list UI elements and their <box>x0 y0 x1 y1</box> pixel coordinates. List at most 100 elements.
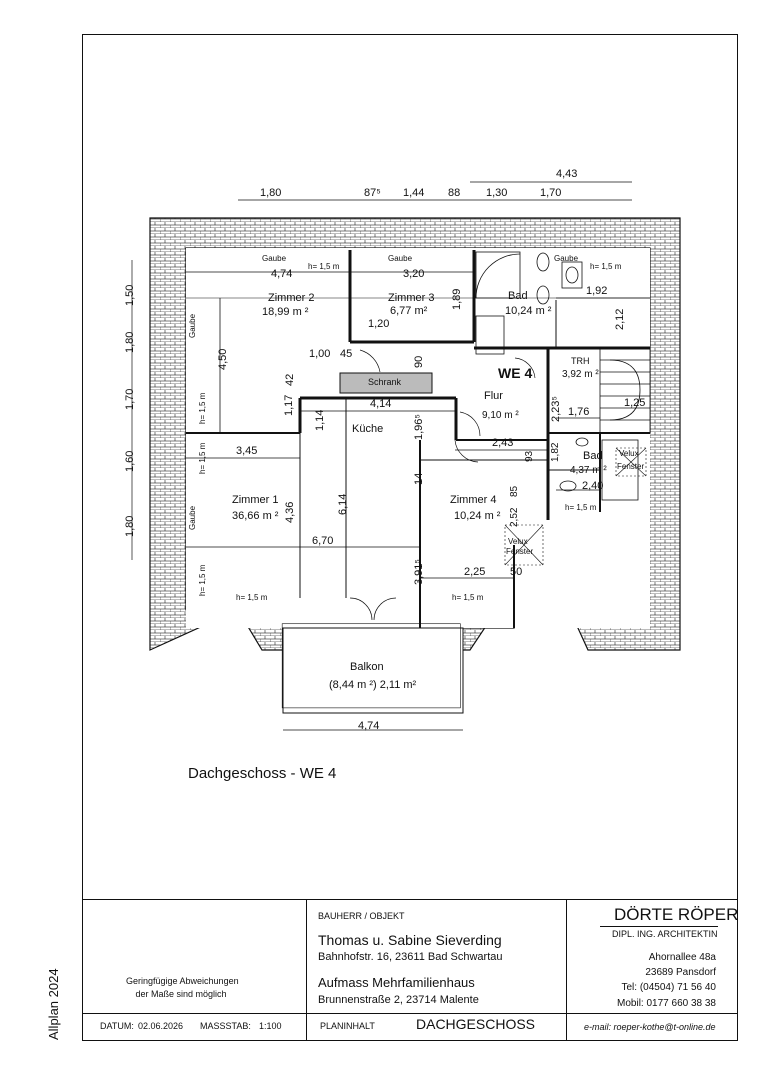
h15-label-7: h= 1,5 m <box>198 442 207 474</box>
dim-243: 2,43 <box>492 437 514 449</box>
dim-182: 1,82 <box>550 442 561 462</box>
titleblock-divider-2 <box>566 899 567 1041</box>
dim-left-180b: 1,80 <box>124 515 136 537</box>
gaube-label-4: Gaube <box>188 313 197 338</box>
velux-label-1a: Velux <box>508 537 528 546</box>
velux-label-2b: Fenster <box>617 462 645 471</box>
room-zimmer4-name: Zimmer 4 <box>450 494 497 506</box>
room-bad1-area: 10,24 m ² <box>505 305 552 317</box>
dim-614: 6,14 <box>337 493 349 515</box>
dim-450: 4,50 <box>217 348 229 370</box>
datum-value: 02.06.2026 <box>138 1021 184 1031</box>
room-trh-area: 3,92 m ² <box>562 369 599 380</box>
room-bad2-name: Bad <box>583 450 603 462</box>
dim-436: 4,36 <box>284 501 296 523</box>
planinhalt-value: DACHGESCHOSS <box>416 1016 536 1032</box>
dim-474: 4,74 <box>271 268 293 280</box>
dim-189: 1,89 <box>451 288 463 310</box>
schrank-label: Schrank <box>368 377 402 387</box>
balcony-outline <box>282 627 464 714</box>
schrank-block <box>339 372 433 394</box>
note-line1: Geringfügige Abweichungen <box>126 976 239 986</box>
drawing-frame <box>82 34 738 1041</box>
dim-192: 1,92 <box>586 285 608 297</box>
dim-top-170: 1,70 <box>540 187 562 199</box>
massstab-value: 1:100 <box>259 1021 282 1031</box>
dim-left-180a: 1,80 <box>124 331 136 353</box>
room-zimmer4-area: 10,24 m ² <box>454 510 501 522</box>
titleblock-top-line <box>82 899 738 900</box>
h15-label-4: h= 1,5 m <box>452 593 484 602</box>
velux-windows <box>504 447 647 566</box>
dim-left-160: 1,60 <box>124 450 136 472</box>
dim-120: 1,20 <box>368 318 390 330</box>
architect-underline <box>600 926 718 927</box>
gaube-label-1: Gaube <box>262 254 287 263</box>
dim-345: 3,45 <box>236 445 258 457</box>
dim-top-875: 87⁵ <box>364 187 381 199</box>
h15-label-6: h= 1,5 m <box>198 392 207 424</box>
room-zimmer3-name: Zimmer 3 <box>388 292 435 304</box>
room-zimmer2-name: Zimmer 2 <box>268 292 315 304</box>
dim-90: 90 <box>413 355 425 368</box>
dim-670: 6,70 <box>312 535 334 547</box>
room-flur-area: 9,10 m ² <box>482 410 519 421</box>
dim-top-144: 1,44 <box>403 187 425 199</box>
dimension-lines <box>131 181 650 731</box>
room-zimmer3-area: 6,77 m² <box>390 305 428 317</box>
client-address: Bahnhofstr. 16, 23611 Bad Schwartau <box>318 951 503 963</box>
room-trh-name: TRH <box>571 356 590 366</box>
room-bad2-area: 4,37 m ² <box>570 465 607 476</box>
room-balkon-area: (8,44 m ²) 2,11 m² <box>329 679 417 691</box>
project-name: Aufmass Mehrfamilienhaus <box>318 975 475 990</box>
room-bad1-name: Bad <box>508 290 528 302</box>
dim-50: 50 <box>510 566 523 578</box>
architect-street: Ahornallee 48a <box>648 952 716 963</box>
dim-125: 1,25 <box>624 397 646 409</box>
h15-label-8: h= 1,5 m <box>198 564 207 596</box>
plan-title: Dachgeschoss - WE 4 <box>188 765 336 782</box>
architect-city: 23689 Pansdorf <box>645 967 716 978</box>
dim-225: 2,25 <box>464 566 486 578</box>
client-heading: BAUHERR / OBJEKT <box>318 911 405 921</box>
dim-42: 42 <box>284 373 296 386</box>
dim-left-170: 1,70 <box>124 388 136 410</box>
velux-label-2a: Velux <box>619 449 639 458</box>
dim-320: 3,20 <box>403 268 425 280</box>
h15-label-5: h= 1,5 m <box>565 503 597 512</box>
dim-top-180: 1,80 <box>260 187 282 199</box>
dim-top-443: 4,43 <box>556 168 578 180</box>
dim-414: 4,14 <box>370 398 392 410</box>
project-address: Brunnenstraße 2, 23714 Malente <box>318 994 479 1006</box>
dim-2235: 2,23⁵ <box>550 396 562 422</box>
architect-title: DIPL. ING. ARCHITEKTIN <box>612 929 718 939</box>
h15-label-1: h= 1,5 m <box>308 262 340 271</box>
datum-label: DATUM: <box>100 1021 134 1031</box>
h15-label-2: h= 1,5 m <box>590 262 622 271</box>
gaube-label-2: Gaube <box>388 254 413 263</box>
gaube-label-3: Gaube <box>554 254 579 263</box>
gaube-label-5: Gaube <box>188 505 197 530</box>
massstab-label: MASSSTAB: <box>200 1021 251 1031</box>
architect-tel: Tel: (04504) 71 56 40 <box>621 982 716 993</box>
planinhalt-label: PLANINHALT <box>320 1021 375 1031</box>
dim-14: 14 <box>413 472 425 485</box>
dim-top-88: 88 <box>448 187 461 199</box>
dim-3915: 3,91⁵ <box>413 559 425 585</box>
dim-176: 1,76 <box>568 406 590 418</box>
dim-240: 2,40 <box>582 480 604 492</box>
dim-93: 93 <box>524 450 535 462</box>
room-flur-name: Flur <box>484 390 503 402</box>
room-zimmer2-area: 18,99 m ² <box>262 306 309 318</box>
dim-100: 1,00 <box>309 348 331 360</box>
note-line2: der Maße sind möglich <box>135 989 227 999</box>
client-name: Thomas u. Sabine Sieverding <box>318 932 502 948</box>
dim-top-130: 1,30 <box>486 187 508 199</box>
dim-474b: 4,74 <box>358 720 380 732</box>
architect-name: DÖRTE RÖPER <box>614 905 739 924</box>
titleblock-divider-1 <box>306 899 307 1041</box>
dim-45: 45 <box>340 348 353 360</box>
doors <box>349 349 536 621</box>
room-zimmer1-area: 36,66 m ² <box>232 510 279 522</box>
